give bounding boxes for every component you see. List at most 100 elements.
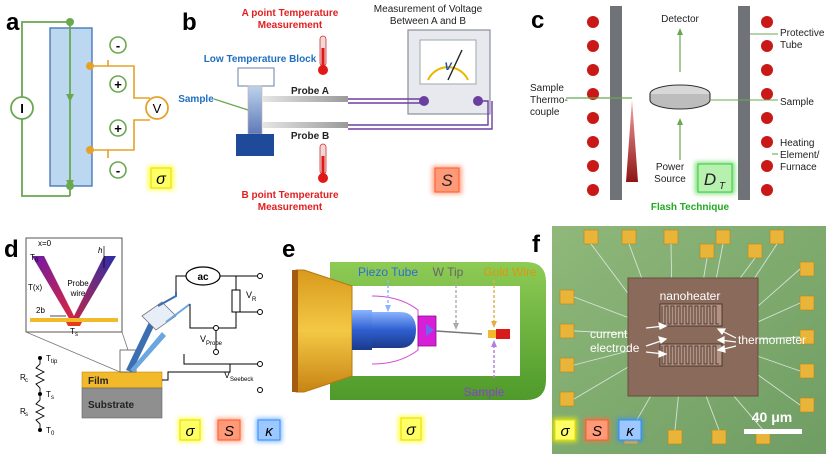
voltage-symbol: V [153, 101, 162, 116]
terminal-4 [213, 349, 219, 355]
zoom-line-1 [121, 331, 129, 351]
sign-plus-lower: + [114, 121, 122, 136]
contact-resistor-icon [34, 360, 46, 392]
horn-mount [295, 269, 353, 393]
voltmeter-icon [145, 96, 169, 120]
sample-disk-edge [649, 94, 711, 110]
thermocouple-icon [626, 100, 638, 182]
d-kappa-badge [257, 419, 281, 441]
tube-wall-left [610, 6, 622, 200]
ttip-sub: tip [51, 359, 58, 365]
bond-pads [559, 229, 815, 445]
d-seebeck-label: S [224, 423, 234, 440]
f-kappa-label: κ [626, 423, 635, 440]
sample-resistor-icon [34, 396, 46, 428]
thermocouple-label-1: Sample [530, 83, 564, 94]
t0-sub: 0 [35, 258, 39, 264]
heating-label-3: Furnace [780, 162, 817, 173]
d-sigma-badge [179, 419, 201, 441]
arrow-up-icon-e [491, 340, 497, 347]
piezo-cap [372, 312, 416, 348]
tip-contact [66, 322, 82, 326]
current-source-icon [10, 96, 34, 120]
temp-b-label-2: Measurement [258, 202, 323, 213]
probe-label-1: Probe [67, 279, 89, 288]
seebeck-wire [183, 354, 258, 365]
heating-element-right [761, 16, 773, 196]
gold-label: Gold Wire [483, 265, 537, 279]
thermocouple-label-2: Thermo- [530, 95, 568, 106]
heater-pad-top [659, 303, 723, 327]
probe-b [262, 122, 348, 128]
vseebeck-sub: Seebeck [230, 377, 254, 383]
tube-label-1: Protective [780, 28, 825, 39]
current-symbol: I [20, 101, 24, 116]
mount-plate [292, 270, 298, 392]
rs-sub: s [25, 412, 28, 418]
probe-wire-right [72, 256, 116, 320]
f-seebeck-label: S [592, 423, 602, 440]
thermometer-label: thermometer [738, 333, 806, 347]
lead-b-2 [348, 101, 493, 130]
voltage-label-1: Measurement of Voltage [374, 4, 483, 15]
lead-b [348, 100, 489, 126]
diffusivity-badge [697, 163, 733, 193]
terminal-5 [257, 361, 263, 367]
sign-minus-bottom: - [116, 163, 120, 178]
tip-holder-arrow [426, 324, 434, 336]
current-label-1: current [590, 327, 628, 341]
temp-b-label-1: B point Temperature [241, 190, 338, 201]
panel-a-letter: a [6, 9, 20, 36]
panel-e: e Piezo Tube W Tip Gold Wire Sample σ [282, 236, 546, 442]
panel-b-letter: b [182, 9, 197, 36]
rc-label: R [20, 373, 26, 382]
flash-caption: Flash Technique [651, 202, 730, 213]
circuit-wire-1 [175, 275, 186, 292]
panel-e-letter: e [282, 236, 295, 263]
thermometer-a-bulb [318, 65, 328, 75]
scene-probe-right [130, 332, 166, 372]
sign-minus-top: - [116, 38, 120, 53]
arrow-down-icon [66, 94, 74, 102]
wtip-label: W Tip [433, 265, 464, 279]
ladder-node-1 [38, 356, 42, 360]
voltmeter-wire-top [108, 65, 150, 99]
sample-label: Sample [178, 94, 214, 105]
scene-wire-1 [157, 292, 177, 307]
f-sigma-badge [554, 419, 576, 441]
power-label-1: Power [656, 162, 685, 173]
diffusivity-badge-sub: T [719, 181, 726, 192]
zoom-line-2 [25, 331, 121, 373]
w-tip [435, 330, 483, 335]
rs-label: R [20, 407, 26, 416]
tube-label-2: Tube [780, 40, 803, 51]
meter-symbol: V [444, 61, 453, 73]
junction-dot-2 [66, 182, 74, 190]
resistor-icon [231, 289, 241, 313]
holder-frame [330, 262, 546, 400]
vprobe-label: V [200, 334, 206, 344]
panel-d-letter: d [4, 236, 19, 263]
terminal-3 [257, 309, 263, 315]
seebeck-badge-label: S [441, 171, 453, 190]
current-label-2: electrode [590, 341, 640, 355]
probe-a [262, 96, 348, 102]
t0-ladder-sub: 0 [51, 431, 55, 437]
panel-c-letter: c [531, 7, 544, 34]
vseebeck-label: V [224, 370, 230, 380]
probe-contact-top [86, 62, 94, 70]
ac-label: ac [197, 272, 209, 283]
ts-label: T [70, 327, 75, 336]
d-sigma-label: σ [185, 423, 195, 440]
e-sigma-label: σ [406, 422, 417, 439]
heating-label-2: Element/ [780, 150, 820, 161]
probe-contact-bottom [86, 146, 94, 154]
panel-a: a I V - + + - σ [6, 9, 174, 197]
sign-plus-upper: + [114, 77, 122, 92]
junction-dot [66, 18, 74, 26]
heating-element-left [587, 16, 599, 196]
nanoheater-label: nanoheater [660, 289, 721, 303]
dial-needle [447, 49, 463, 81]
scene-wire-2 [165, 303, 191, 323]
sample-label-e: Sample [464, 385, 505, 399]
